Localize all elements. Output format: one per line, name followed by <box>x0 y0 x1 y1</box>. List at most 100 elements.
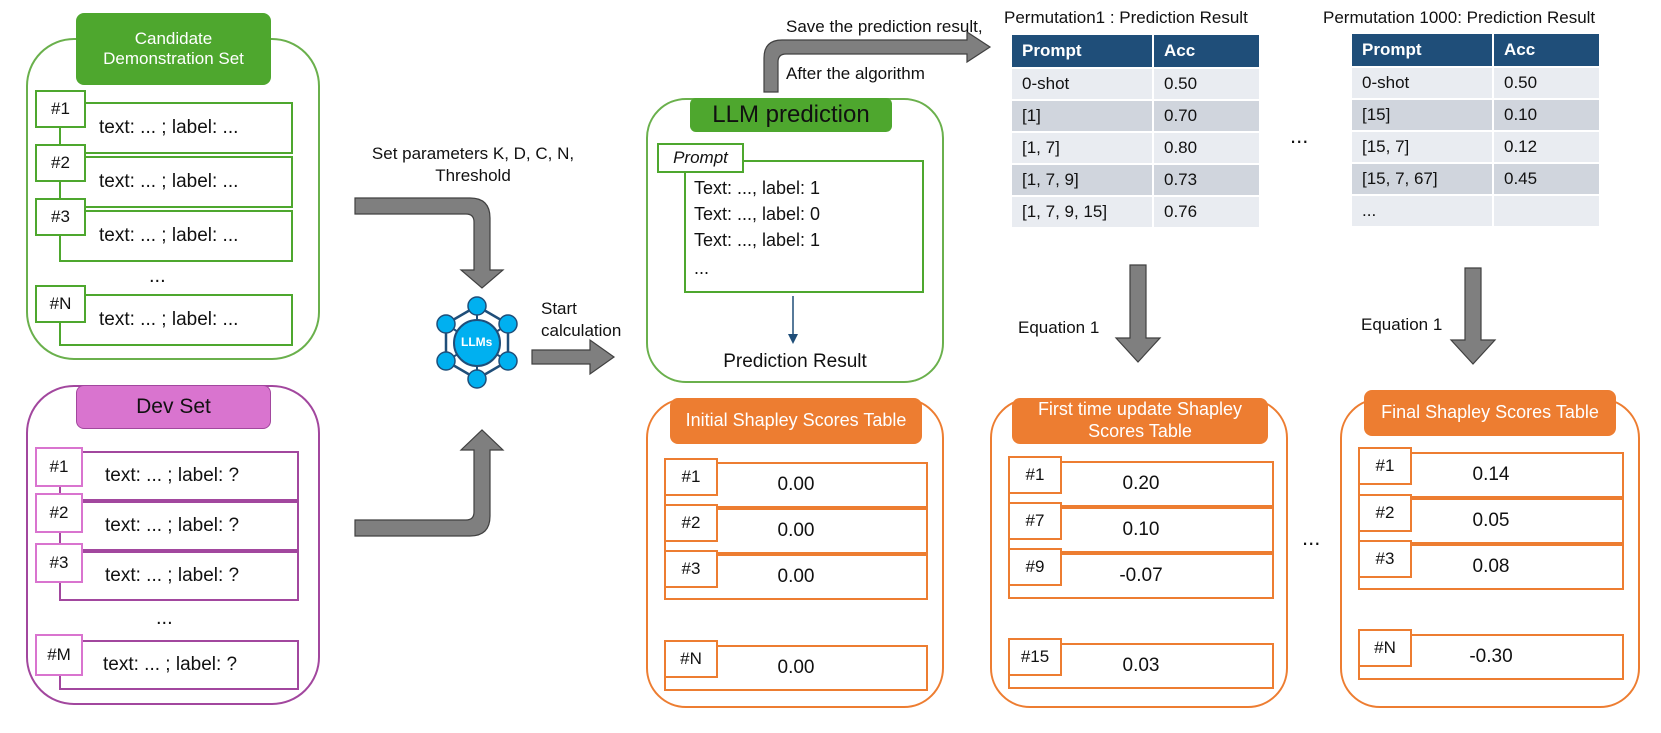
table-cell: [1, 7, 9, 15] <box>1012 197 1154 229</box>
candidate-tag-1: #1 <box>35 90 86 128</box>
prompt-line-3: Text: ..., label: 1 <box>694 230 821 250</box>
table-header-row: Prompt Acc <box>1012 35 1261 69</box>
initial-scores-title: Initial Shapley Scores Table <box>670 398 922 444</box>
arrow-dev-to-llms <box>354 429 505 537</box>
table-row: [1]0.70 <box>1012 101 1261 133</box>
score-value: 0.00 <box>777 520 815 541</box>
perm1-title: Permutation1 : Prediction Result <box>1004 8 1248 27</box>
arrow-llms-to-prediction <box>531 338 616 376</box>
table-row: [1, 7]0.80 <box>1012 133 1261 165</box>
dev-row-text: text: ... ; label: ? <box>105 515 240 536</box>
dev-tag-1: #1 <box>35 447 83 487</box>
dev-set-title: Dev Set <box>76 385 271 429</box>
candidate-tag-n: #N <box>35 285 86 323</box>
score-value: 0.20 <box>1122 473 1160 494</box>
perm1000-title: Permutation 1000: Prediction Result <box>1323 8 1596 27</box>
dev-row-1: text: ... ; label: ? <box>59 451 299 501</box>
candidate-row-text: text: ... ; label: ... <box>99 171 239 192</box>
score-value: 0.00 <box>777 657 815 678</box>
save-prediction-label: Save the prediction result, <box>786 17 983 36</box>
table-cell: 0.50 <box>1154 69 1261 101</box>
score-value: -0.30 <box>1469 646 1513 667</box>
table-cell: 0.76 <box>1154 197 1261 229</box>
first-score-tag: #9 <box>1008 548 1062 586</box>
table-cell: 0.80 <box>1154 133 1261 165</box>
score-value: 0.00 <box>777 566 815 587</box>
candidate-row-1: text: ... ; label: ... <box>59 102 293 154</box>
score-value: 0.05 <box>1472 510 1510 531</box>
table-cell <box>1494 196 1601 228</box>
table-cell: 0-shot <box>1352 68 1494 100</box>
table-cell: 0-shot <box>1012 69 1154 101</box>
table-header-cell: Acc <box>1154 35 1261 69</box>
initial-score-tag: #2 <box>664 504 718 542</box>
score-value: 0.08 <box>1472 556 1510 577</box>
between-scores-ellipsis: ... <box>1302 525 1321 550</box>
score-value: -0.07 <box>1119 565 1163 586</box>
candidate-row-n: text: ... ; label: ... <box>59 294 293 346</box>
table-row: [15, 7]0.12 <box>1352 132 1601 164</box>
start-calculation-label: Start calculation <box>541 299 622 341</box>
table-cell: 0.70 <box>1154 101 1261 133</box>
table-cell: 0.50 <box>1494 68 1601 100</box>
prompt-box <box>684 160 924 293</box>
arrow-candidate-to-llms <box>354 197 505 289</box>
between-tables-ellipsis: ... <box>1290 123 1309 148</box>
table-cell: 0.12 <box>1494 132 1601 164</box>
prompt-tag: Prompt <box>657 143 744 173</box>
initial-score-tag: #N <box>664 640 718 678</box>
dev-row-text: text: ... ; label: ? <box>105 565 240 586</box>
table-cell: [1] <box>1012 101 1154 133</box>
llm-icon-label: LLMs <box>461 335 493 349</box>
equation-label-2: Equation 1 <box>1361 315 1443 334</box>
score-value: 0.10 <box>1122 519 1160 540</box>
final-score-tag: #2 <box>1358 494 1412 532</box>
equation-label-1: Equation 1 <box>1018 318 1100 337</box>
table-row: [15, 7, 67]0.45 <box>1352 164 1601 196</box>
candidate-ellipsis: ... <box>149 265 166 287</box>
candidate-row-2: text: ... ; label: ... <box>59 156 293 208</box>
table-header-cell: Acc <box>1494 34 1601 68</box>
dev-ellipsis: ... <box>156 607 173 629</box>
dev-row-m: text: ... ; label: ? <box>59 640 299 690</box>
table-cell: ... <box>1352 196 1494 228</box>
final-score-tag: #1 <box>1358 447 1412 485</box>
table-row: [15]0.10 <box>1352 100 1601 132</box>
dev-row-text: text: ... ; label: ? <box>105 465 240 486</box>
prompt-line-2: Text: ..., label: 0 <box>694 204 821 224</box>
initial-score-tag: #3 <box>664 550 718 588</box>
set-parameters-label: Set parameters K, D, C, N, Threshold <box>371 144 575 186</box>
score-value: 0.03 <box>1122 655 1160 676</box>
prediction-result-label: Prediction Result <box>723 351 867 372</box>
dev-row-3: text: ... ; label: ? <box>59 551 299 601</box>
score-value: 0.00 <box>777 474 815 495</box>
arrow-perm1000-to-final <box>1449 267 1497 365</box>
table-cell: [1, 7, 9] <box>1012 165 1154 197</box>
table-cell: [15, 7] <box>1352 132 1494 164</box>
table-header-cell: Prompt <box>1352 34 1494 68</box>
candidate-row-text: text: ... ; label: ... <box>99 117 239 138</box>
dev-tag-2: #2 <box>35 493 83 533</box>
table-header-cell: Prompt <box>1012 35 1154 69</box>
table-row: [1, 7, 9, 15]0.76 <box>1012 197 1261 229</box>
table-cell: [1, 7] <box>1012 133 1154 165</box>
final-scores-title: Final Shapley Scores Table <box>1364 390 1616 436</box>
candidate-row-text: text: ... ; label: ... <box>99 309 239 330</box>
llm-network-icon <box>436 296 518 389</box>
dev-row-text: text: ... ; label: ? <box>103 654 238 675</box>
arrow-prediction-to-table <box>763 30 992 93</box>
final-score-tag: #N <box>1358 629 1412 667</box>
candidate-tag-3: #3 <box>35 198 86 236</box>
final-score-tag: #3 <box>1358 540 1412 578</box>
table-row: [1, 7, 9]0.73 <box>1012 165 1261 197</box>
candidate-row-text: text: ... ; label: ... <box>99 225 239 246</box>
prompt-line-1: Text: ..., label: 1 <box>694 178 821 198</box>
first-score-tag: #1 <box>1008 456 1062 494</box>
table-cell: 0.10 <box>1494 100 1601 132</box>
prompt-line-4: ... <box>694 258 710 278</box>
table-row: ... <box>1352 196 1601 228</box>
table-cell: 0.73 <box>1154 165 1261 197</box>
initial-score-row: 0.00 <box>664 554 928 600</box>
